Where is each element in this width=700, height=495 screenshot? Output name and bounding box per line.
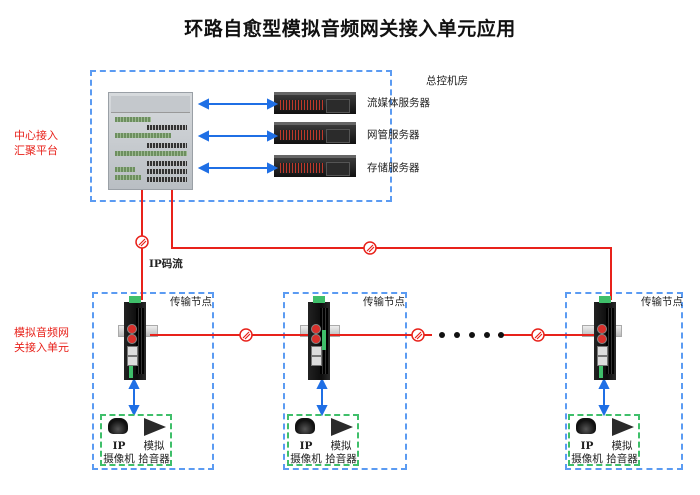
fiber-link-icon xyxy=(135,235,149,249)
server-label-management: 网管服务器 xyxy=(367,129,420,141)
server-label-storage: 存储服务器 xyxy=(367,162,420,174)
endpoint-group-1 xyxy=(100,414,172,466)
core-aggregation-chassis xyxy=(108,92,193,190)
ellipsis-dot xyxy=(439,332,445,338)
ellipsis-dot xyxy=(454,332,460,338)
mic-label: 模拟拾音器 xyxy=(325,440,357,465)
ellipsis-dot xyxy=(498,332,504,338)
audio-gateway-device-3 xyxy=(594,296,616,380)
fiber-link-icon xyxy=(363,241,377,255)
access-label-line-2: 关接入单元 xyxy=(14,341,69,354)
audio-gateway-device-2 xyxy=(308,296,330,380)
ellipsis-dot xyxy=(484,332,490,338)
fiber-link-icon xyxy=(531,328,545,342)
endpoint-group-3 xyxy=(568,414,640,466)
mic-label: 模拟拾音器 xyxy=(138,440,170,465)
node-label-2: 传输节点 xyxy=(363,296,405,308)
diagram-title: 环路自愈型模拟音频网关接入单元应用 xyxy=(184,18,516,40)
fiber-uplink-node3 xyxy=(171,190,612,300)
server-label-streaming: 流媒体服务器 xyxy=(367,97,430,109)
access-unit-label: 模拟音频网 关接入单元 xyxy=(14,325,69,355)
ip-camera-icon xyxy=(576,418,596,434)
fiber-link-icon xyxy=(239,328,253,342)
analog-microphone-icon xyxy=(612,418,634,436)
management-server xyxy=(274,122,356,144)
streaming-server xyxy=(274,92,356,114)
fiber-link-icon xyxy=(411,328,425,342)
center-label-line-1: 中心接入 xyxy=(14,129,58,142)
mic-label: 模拟拾音器 xyxy=(606,440,638,465)
node-label-3: 传输节点 xyxy=(641,296,683,308)
access-label-line-1: 模拟音频网 xyxy=(14,326,69,339)
storage-server xyxy=(274,155,356,177)
node-label-1: 传输节点 xyxy=(170,296,212,308)
center-label-line-2: 汇聚平台 xyxy=(14,144,58,157)
ip-stream-label: IP码流 xyxy=(149,258,183,270)
analog-microphone-icon xyxy=(144,418,166,436)
control-room-label: 总控机房 xyxy=(426,75,468,87)
analog-microphone-icon xyxy=(331,418,353,436)
ip-camera-icon xyxy=(108,418,128,434)
transmission-node-zone-1 xyxy=(92,292,214,470)
audio-gateway-device-1 xyxy=(124,296,146,380)
ip-camera-icon xyxy=(295,418,315,434)
ellipsis-dot xyxy=(469,332,475,338)
endpoint-group-2 xyxy=(287,414,359,466)
transmission-node-zone-3 xyxy=(565,292,683,470)
center-platform-label: 中心接入 汇聚平台 xyxy=(14,128,58,158)
